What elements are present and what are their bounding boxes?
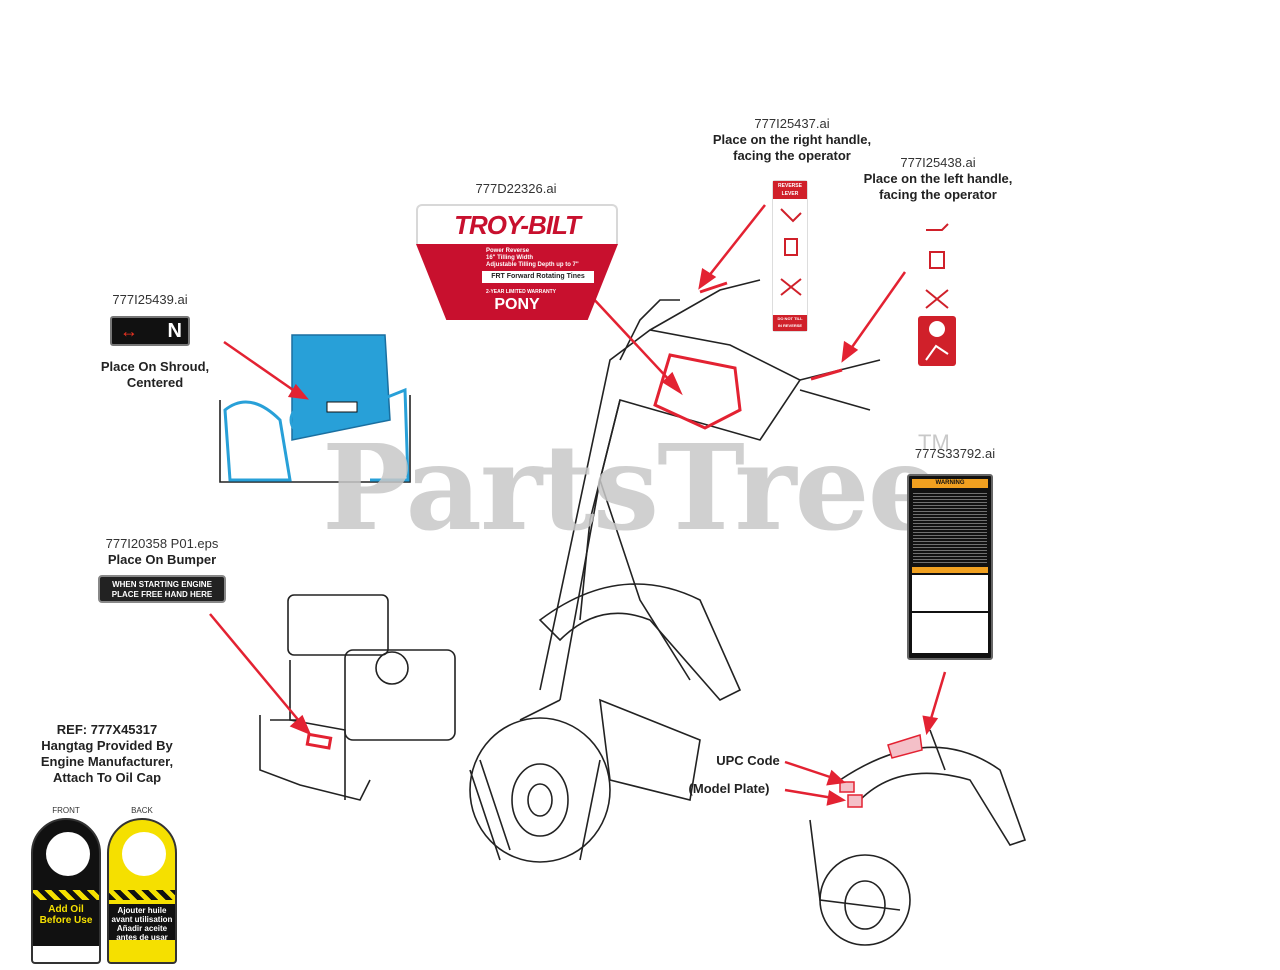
hangtag-back-line: Añadir aceite: [116, 924, 168, 933]
warning-pictogram-row: [912, 613, 988, 653]
hangtag-front-line: Add Oil: [48, 904, 84, 915]
right-decal-top: REVERSE LEVER: [773, 181, 807, 199]
right-handle-line2: facing the operator: [733, 148, 851, 163]
model-plate-label: (Model Plate): [688, 781, 770, 796]
right-decal-top-line: LEVER: [781, 191, 799, 197]
hangtag-label: REF: 777X45317 Hangtag Provided By Engin…: [34, 722, 180, 786]
right-decal-bottom-line: DO NOT TILL: [777, 316, 803, 321]
shroud-line2: Centered: [126, 375, 184, 390]
left-handle-code: 777I25438.ai: [900, 155, 976, 170]
shroud-label: Place On Shroud, Centered: [94, 359, 216, 391]
upc-label: UPC Code: [716, 753, 780, 768]
left-decal-stop: [918, 316, 956, 366]
hangtag-back: Ajouter huile avant utilisation Añadir a…: [107, 818, 177, 964]
right-decal-pictograms: [780, 208, 802, 296]
neutral-decal: ↔ N: [110, 316, 190, 346]
bumper-code: 777I20358 P01.eps: [105, 536, 219, 551]
warning-text-block: [913, 491, 987, 565]
hangtag-line4: Attach To Oil Cap: [52, 770, 162, 785]
warning-subheader: [912, 567, 988, 573]
troybilt-frt: FRT Forward Rotating Tines: [482, 271, 594, 283]
shroud-code: 777I25439.ai: [112, 292, 188, 307]
right-decal-top-line: REVERSE: [778, 183, 802, 189]
sun-icon: [122, 832, 166, 876]
hangtag-front-message: Add Oil Before Use: [33, 904, 99, 926]
right-handle-code: 777I25437.ai: [754, 116, 830, 131]
troybilt-label: 777D22326.ai: [456, 181, 576, 197]
troybilt-line: Power Reverse: [486, 248, 530, 254]
sun-icon: [46, 832, 90, 876]
right-decal-bottom: DO NOT TILL IN REVERSE: [773, 315, 807, 331]
troybilt-features: Power Reverse 16" Tilling Width Adjustab…: [486, 248, 579, 269]
troybilt-logo: TROY-BILT: [416, 204, 618, 244]
hangtag-front-caption: FRONT: [52, 806, 80, 815]
hangtag-back-line: avant utilisation: [111, 915, 173, 924]
bumper-decal-line: PLACE FREE HAND HERE: [111, 590, 213, 599]
watermark: PartsTree: [322, 418, 943, 557]
hangtag-front: Add Oil Before Use: [31, 818, 101, 964]
left-decal-pictograms: [925, 223, 949, 309]
hangtag-back-line: antes de usar: [116, 933, 168, 942]
left-handle-line2: facing the operator: [879, 187, 997, 202]
warning-label: 777S33792.ai: [900, 446, 1010, 462]
shroud-line1: Place On Shroud,: [100, 359, 210, 374]
troybilt-line: 16" Tilling Width: [486, 255, 534, 261]
shroud-code-label: 777I25439.ai: [102, 292, 198, 308]
double-arrow-icon: ↔: [120, 321, 138, 341]
hangtag-line2: Hangtag Provided By: [41, 738, 173, 753]
bumper-label: 777I20358 P01.eps Place On Bumper: [90, 536, 234, 568]
hazard-stripe: [109, 890, 175, 900]
warning-decal: WARNING: [907, 474, 993, 660]
right-decal-bottom-line: IN REVERSE: [777, 323, 803, 328]
bumper-decal-line: WHEN STARTING ENGINE: [112, 580, 212, 589]
hazard-stripe: [33, 890, 99, 900]
stop-icon: [925, 321, 949, 361]
hangtag-back-caption: BACK: [131, 806, 153, 815]
right-handle-decal: REVERSE LEVER DO NOT TILL IN REVERSE: [772, 180, 808, 332]
watermark-tm: TM: [918, 430, 950, 455]
neutral-letter: N: [167, 320, 182, 342]
bumper-line1: Place On Bumper: [107, 552, 217, 567]
troybilt-warranty: 2-YEAR LIMITED WARRANTY: [486, 289, 556, 295]
warning-code: 777S33792.ai: [914, 446, 996, 461]
troybilt-model: PONY: [494, 296, 540, 313]
warning-header: WARNING: [912, 479, 988, 488]
warning-pictogram: [912, 575, 988, 611]
hangtag-back-line: Ajouter huile: [117, 906, 167, 915]
troybilt-decal: TROY-BILT Power Reverse 16" Tilling Widt…: [416, 204, 618, 320]
left-handle-decal: [918, 216, 956, 366]
hangtag-line1: REF: 777X45317: [56, 722, 158, 737]
right-handle-label: 777I25437.ai Place on the right handle, …: [700, 116, 884, 164]
troybilt-code: 777D22326.ai: [475, 181, 557, 196]
hangtag-line3: Engine Manufacturer,: [40, 754, 174, 769]
hangtag-front-icons: [33, 944, 99, 962]
left-handle-line1: Place on the left handle,: [863, 171, 1013, 186]
hangtag-back-message: Ajouter huile avant utilisation Añadir a…: [109, 904, 175, 942]
troybilt-line: Adjustable Tilling Depth up to 7": [486, 262, 579, 268]
bumper-decal: WHEN STARTING ENGINE PLACE FREE HAND HER…: [98, 575, 226, 603]
right-handle-line1: Place on the right handle,: [712, 132, 872, 147]
hangtag-front-line: Before Use: [39, 915, 93, 926]
left-handle-label: 777I25438.ai Place on the left handle, f…: [858, 155, 1018, 203]
